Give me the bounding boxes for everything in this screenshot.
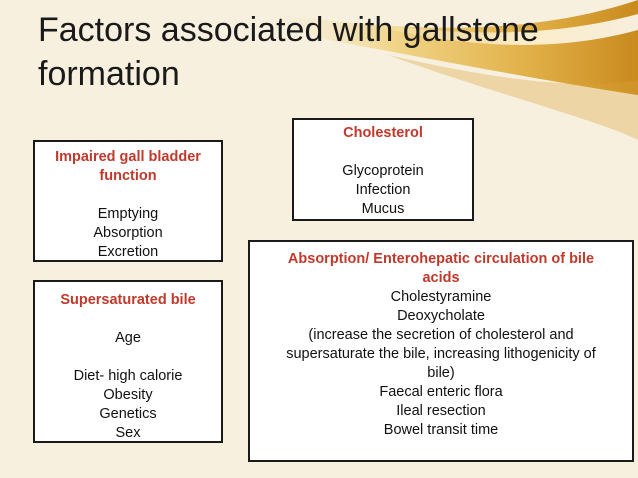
list-item: Bowel transit time: [383, 422, 499, 438]
list-item: supersaturate the bile, increasing litho…: [286, 346, 596, 362]
list-item: Deoxycholate: [397, 308, 485, 324]
list-item: Infection: [355, 182, 411, 198]
list-item: Diet- high calorie: [73, 368, 183, 384]
cholesterol-box: Cholesterol Glycoprotein Infection Mucus: [292, 118, 474, 221]
list-item: Age: [115, 330, 141, 346]
list-item: Ileal resection: [396, 403, 486, 419]
decorative-swoosh: [258, 0, 638, 140]
supersaturated-bile-box: Supersaturated bile Age Diet- high calor…: [33, 280, 223, 443]
list-item: Absorption: [93, 225, 163, 241]
box-heading: Cholesterol: [343, 125, 423, 141]
list-item: Faecal enteric flora: [379, 384, 503, 400]
enterohepatic-circulation-box: Absorption/ Enterohepatic circulation of…: [248, 240, 634, 462]
list-item: Genetics: [99, 406, 157, 422]
list-item: bile): [427, 365, 455, 381]
slide-title: Factors associated with gallstone format…: [38, 11, 539, 93]
list-item: Sex: [115, 425, 141, 441]
box-heading: Absorption/ Enterohepatic circulation of…: [287, 251, 595, 267]
list-item: Excretion: [97, 244, 159, 260]
list-item: Obesity: [103, 387, 153, 403]
list-item: (increase the secretion of cholesterol a…: [308, 327, 574, 343]
list-item: Mucus: [361, 201, 405, 217]
list-item: Cholestyramine: [390, 289, 492, 305]
list-item: Glycoprotein: [342, 163, 424, 179]
box-heading: Supersaturated bile: [60, 292, 196, 308]
box-heading: acids: [422, 270, 460, 286]
list-item: Emptying: [97, 206, 159, 222]
impaired-gall-bladder-box: Impaired gall bladder function Emptying …: [33, 140, 223, 262]
box-heading: function: [99, 168, 157, 184]
box-heading: Impaired gall bladder: [55, 149, 201, 165]
